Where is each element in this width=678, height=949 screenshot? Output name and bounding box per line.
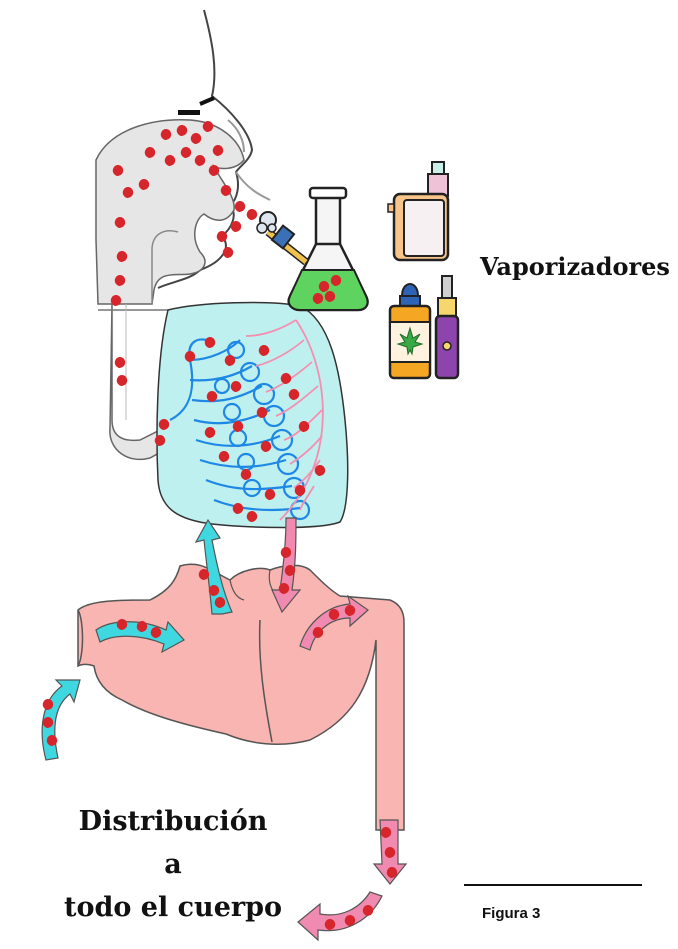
distribution-line-2: a <box>28 843 318 886</box>
lungs-icon <box>157 303 348 528</box>
figure-caption: Figura 3 <box>482 905 540 922</box>
cannabis-oil-bottle-icon <box>390 284 430 378</box>
distribution-caption: Distribución a todo el cuerpo <box>28 800 318 929</box>
distribution-line-3: todo el cuerpo <box>28 886 318 929</box>
bong-icon <box>257 188 368 310</box>
figure-divider <box>464 884 642 886</box>
glasses-icon <box>178 98 214 115</box>
vape-pen-icon <box>436 276 458 378</box>
box-vaporizer-icon <box>388 162 448 260</box>
vaporizers-label: Vaporizadores <box>480 252 670 281</box>
distribution-line-1: Distribución <box>28 800 318 843</box>
